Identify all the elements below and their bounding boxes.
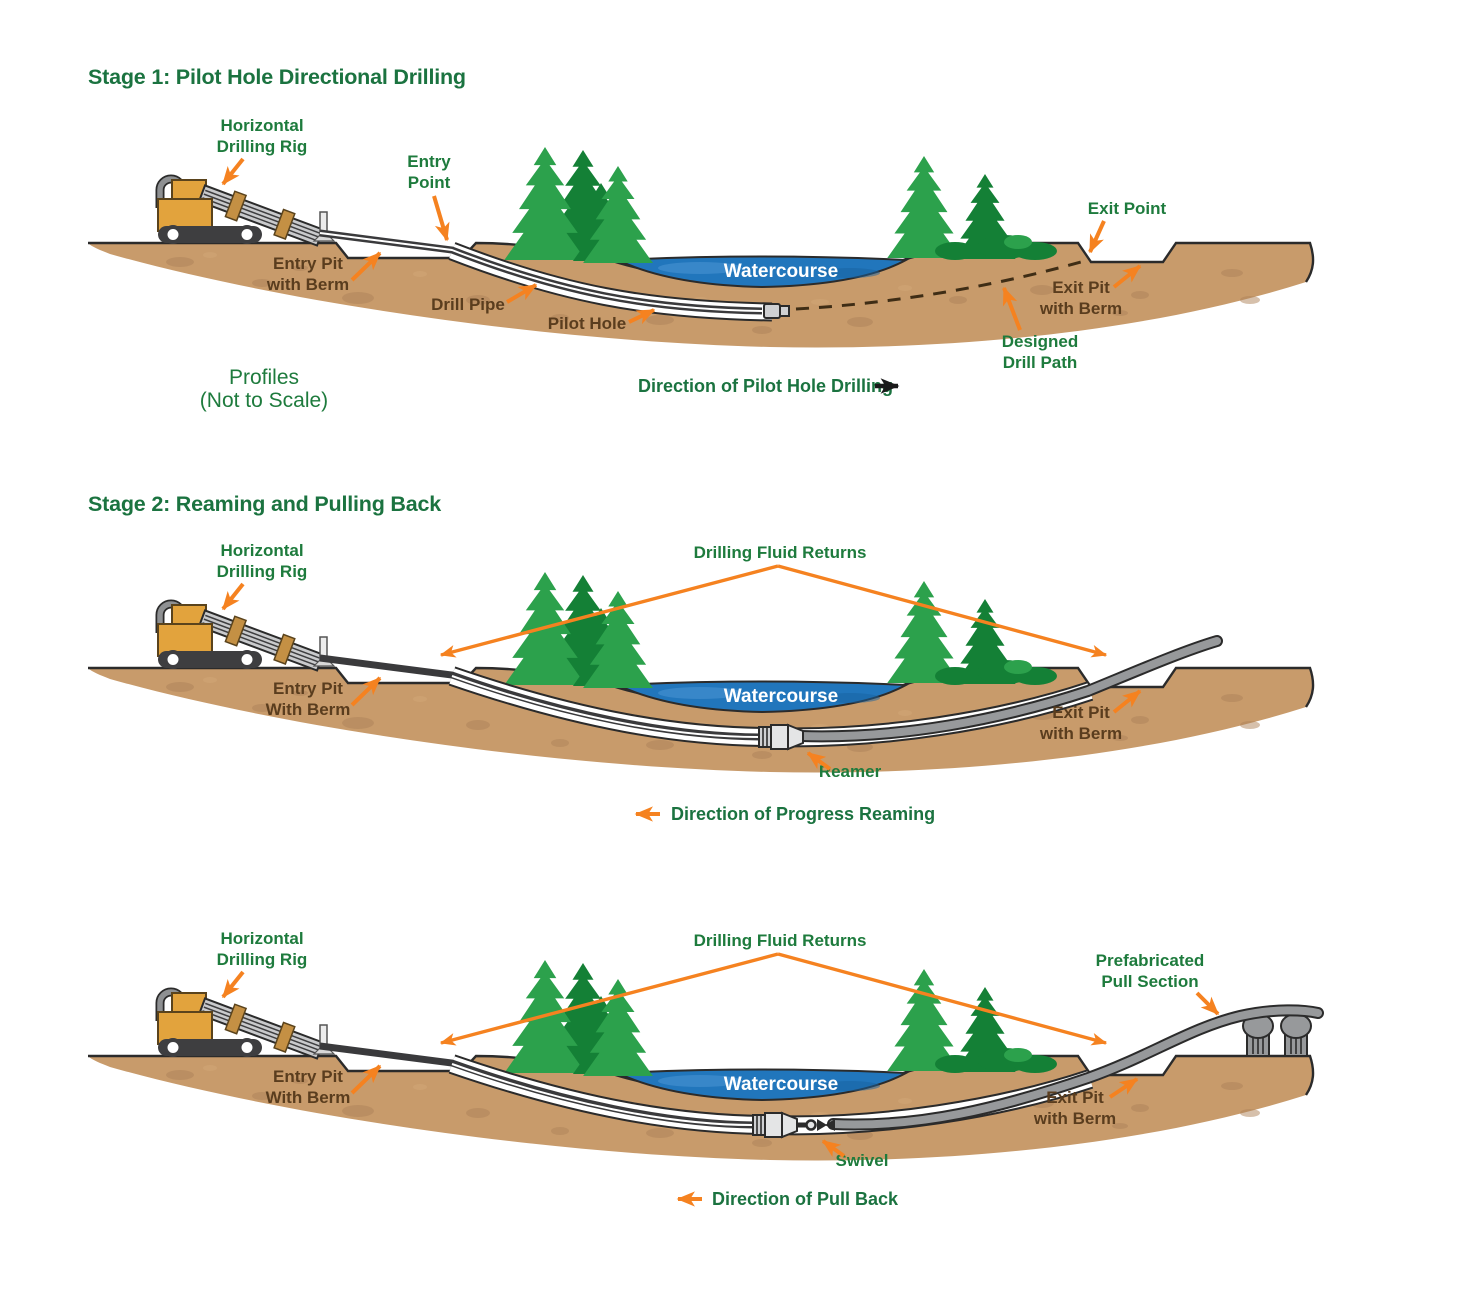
- reamer-arrow: [806, 751, 832, 771]
- svg-text:Drilling Rig: Drilling Rig: [217, 562, 308, 581]
- stage-3-panel: Horizontal Drilling Rig Drilling Fluid R…: [88, 929, 1324, 1209]
- pipe-roller: [1280, 1013, 1312, 1057]
- entry-point-arrow: [432, 195, 450, 242]
- rig-arrow: [221, 157, 245, 186]
- exit-point-arrow: [1088, 220, 1106, 254]
- designed-drill-path-label: Designed: [1002, 332, 1079, 351]
- reamer: [752, 1112, 798, 1138]
- svg-text:with Berm: with Berm: [266, 275, 349, 294]
- stage-1-title: Stage 1: Pilot Hole Directional Drilling: [88, 65, 466, 89]
- svg-text:With Berm: With Berm: [266, 700, 351, 719]
- exit-pit-label: Exit Pit: [1046, 1088, 1104, 1107]
- profiles-note: Profiles: [229, 366, 299, 389]
- entry-pit-label: Entry Pit: [273, 679, 343, 698]
- stage-1-panel: Stage 1: Pilot Hole Directional Drilling…: [88, 65, 1313, 412]
- designed-drill-path-arrow: [1002, 286, 1022, 331]
- svg-text:with Berm: with Berm: [1033, 1109, 1116, 1128]
- stage-3-labels: Horizontal Drilling Rig Drilling Fluid R…: [217, 929, 1220, 1209]
- watercourse-label: Watercourse: [724, 686, 838, 707]
- stage-1-drill-string: [319, 229, 1089, 322]
- exit-pit-arrow: [1112, 689, 1142, 714]
- stage-2-drill-string: [319, 635, 1223, 750]
- pull-pipe: [797, 637, 1221, 741]
- svg-text:Drill Path: Drill Path: [1003, 353, 1078, 372]
- entry-pit-label: Entry Pit: [273, 254, 343, 273]
- swivel-arrow: [821, 1139, 846, 1158]
- stage-2-title: Stage 2: Reaming and Pulling Back: [88, 492, 441, 516]
- rig-label: Horizontal: [220, 116, 303, 135]
- svg-text:Point: Point: [408, 173, 451, 192]
- pilot-hole-arrow: [628, 308, 656, 325]
- exit-pit-label: Exit Pit: [1052, 278, 1110, 297]
- direction-of-pilot-hole-drilling: Direction of Pilot Hole Drilling: [638, 376, 893, 396]
- prefabricated-pull-section-pipe: [829, 1006, 1322, 1129]
- prefabricated-pull-section-label: Prefabricated: [1096, 951, 1205, 970]
- svg-text:with Berm: with Berm: [1039, 724, 1122, 743]
- svg-text:Drilling Rig: Drilling Rig: [217, 137, 308, 156]
- svg-text:Drilling Rig: Drilling Rig: [217, 950, 308, 969]
- designed-drill-path-line: [795, 258, 1089, 311]
- entry-pit-arrow: [350, 251, 382, 282]
- stage-1-labels: Horizontal Drilling Rig Entry Point Entr…: [200, 116, 1167, 412]
- rig-arrow: [221, 582, 245, 611]
- entry-pit-arrow: [350, 1064, 382, 1095]
- exit-pit-arrow: [1112, 264, 1142, 289]
- drilling-fluid-returns-label: Drilling Fluid Returns: [694, 931, 867, 950]
- rig-label: Horizontal: [220, 929, 303, 948]
- rig-arrow: [221, 970, 245, 999]
- entry-point-label: Entry: [407, 152, 451, 171]
- exit-pit-label: Exit Pit: [1052, 703, 1110, 722]
- entry-pit-arrow: [350, 676, 382, 707]
- drill-head: [763, 303, 781, 319]
- exit-pit-arrow: [1108, 1077, 1139, 1099]
- reamer-label: Reamer: [819, 762, 882, 781]
- drill-pipe-label: Drill Pipe: [431, 295, 505, 314]
- watercourse-label: Watercourse: [724, 261, 838, 282]
- prefab-section-arrow: [1195, 991, 1220, 1016]
- svg-text:with Berm: with Berm: [1039, 299, 1122, 318]
- svg-text:Pull Section: Pull Section: [1101, 972, 1198, 991]
- svg-text:With Berm: With Berm: [266, 1088, 351, 1107]
- stage-3-drill-string: [319, 1004, 1324, 1138]
- stage-2-labels: Horizontal Drilling Rig Drilling Fluid R…: [217, 541, 1142, 824]
- rig-label: Horizontal: [220, 541, 303, 560]
- fluid-return-line-left: [439, 564, 779, 658]
- svg-text:(Not to Scale): (Not to Scale): [200, 389, 328, 412]
- fluid-return-line-left: [439, 952, 779, 1046]
- watercourse-label: Watercourse: [724, 1074, 838, 1095]
- drilling-fluid-returns-label: Drilling Fluid Returns: [694, 543, 867, 562]
- swivel: [797, 1119, 835, 1131]
- fluid-return-line-right: [777, 564, 1108, 658]
- fluid-return-line-right: [777, 952, 1108, 1046]
- entry-pit-label: Entry Pit: [273, 1067, 343, 1086]
- stage-2-panel: Stage 2: Reaming and Pulling Back Horizo…: [88, 492, 1313, 824]
- drill-pipe-arrow: [505, 283, 538, 304]
- direction-of-progress-reaming: Direction of Progress Reaming: [671, 804, 935, 824]
- reamer: [758, 724, 804, 750]
- pilot-hole-label: Pilot Hole: [548, 314, 626, 333]
- swivel-label: Swivel: [836, 1151, 889, 1170]
- direction-of-pull-back: Direction of Pull Back: [712, 1189, 899, 1209]
- exit-point-label: Exit Point: [1088, 199, 1167, 218]
